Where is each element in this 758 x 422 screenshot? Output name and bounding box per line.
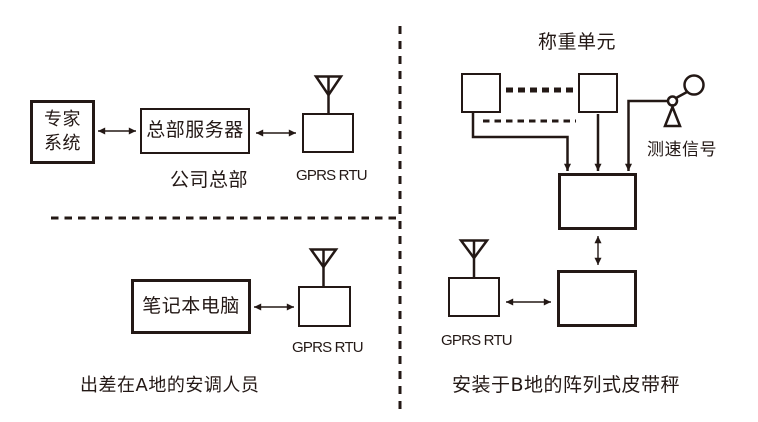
hq-rtu-label: GPRS RTU [296,167,368,184]
wire-speed-sensor-to-instrument [624,99,667,171]
site-a-gprs-rtu-box [298,286,351,327]
site-b-rtu-label: GPRS RTU [441,332,513,349]
weighing-unit-box-1 [461,73,501,113]
hq-server-label: 总部服务器 [146,119,244,142]
antenna-icon [308,248,339,286]
wire-weighing1-to-instrument [471,113,572,171]
site-b-caption: 安装于B地的阵列式皮带秤 [452,374,681,396]
antenna-icon [313,75,344,113]
site-b-gprs-rtu-box [448,277,500,317]
expert-system-label-line2: 系统 [44,133,81,154]
controller-box [557,270,637,327]
site-a-caption: 出差在A地的安调人员 [80,375,260,396]
expert-system-box: 专家 系统 [30,100,95,164]
instrument-box [558,173,637,230]
hq-server-box: 总部服务器 [140,108,250,154]
laptop-label: 笔记本电脑 [142,294,240,317]
weighing-unit-box-2 [578,73,618,113]
hq-caption: 公司总部 [170,169,249,191]
weighing-unit-title: 称重单元 [538,31,617,53]
speed-signal-label: 测速信号 [647,140,717,160]
hq-gprs-rtu-box [302,113,354,153]
speed-sensor-icon [663,74,705,128]
laptop-box: 笔记本电脑 [131,279,251,334]
expert-system-label-line1: 专家 [44,108,81,130]
antenna-icon [458,239,490,277]
site-a-rtu-label: GPRS RTU [292,339,364,356]
